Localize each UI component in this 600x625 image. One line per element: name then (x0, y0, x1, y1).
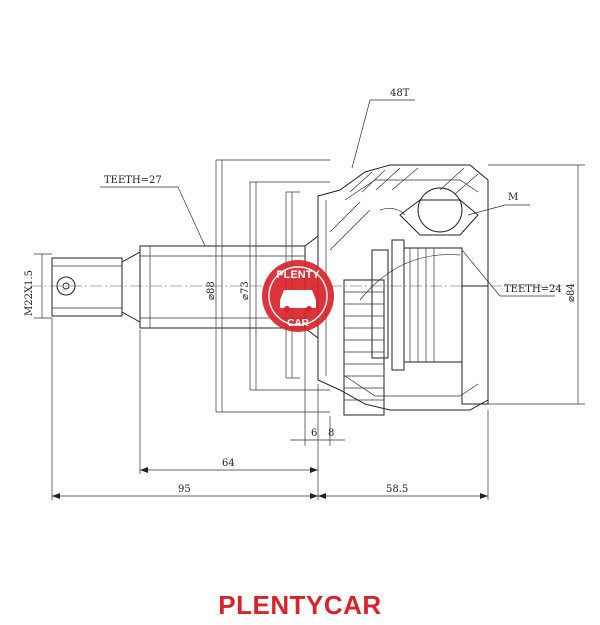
watermark-line2: CAR (287, 318, 309, 329)
threaded-stud (51, 251, 141, 323)
label-dia-73: ⌀73 (240, 281, 251, 300)
label-dia-88: ⌀88 (206, 281, 217, 300)
label-dia-84: ⌀84 (566, 283, 577, 302)
label-dim-95: 95 (178, 484, 191, 495)
label-teeth-24: TEETH=24 (504, 284, 562, 295)
plentycar-watermark-logo: PLENTY CAR (262, 260, 334, 332)
watermark-line1: PLENTY (276, 269, 320, 281)
hatch-upper (329, 167, 479, 251)
label-dim-58-5: 58.5 (386, 484, 408, 495)
label-m: M (508, 192, 518, 203)
label-teeth-27: TEETH=27 (104, 175, 162, 186)
cv-joint-technical-drawing: TEETH=27 48T M TEETH=24 M22X1.5 ⌀88 ⌀73 … (24, 88, 585, 500)
leader-lines (100, 99, 555, 297)
abs-ring (343, 279, 385, 416)
ball (417, 187, 463, 233)
label-thread: M22X1.5 (24, 270, 35, 316)
label-dim-8: 8 (328, 428, 334, 439)
extension-lines (34, 159, 585, 500)
label-48t: 48T (390, 88, 410, 99)
bell-housing (317, 164, 489, 416)
label-dim-64: 64 (222, 458, 235, 469)
brand-title: PLENTYCAR (218, 590, 382, 620)
label-dim-6: 6 (311, 428, 317, 439)
